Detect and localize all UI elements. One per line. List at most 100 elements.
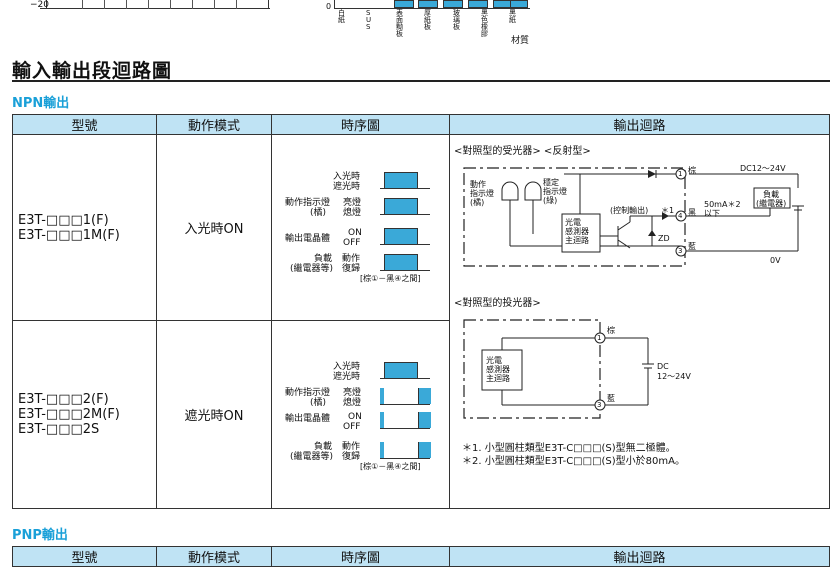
circuit1-pin1: 1 xyxy=(678,170,683,178)
circuit2-pin1: 1 xyxy=(597,334,602,342)
material-0: 白紙 xyxy=(338,9,345,24)
timing-diagram-2: 入光時 遮光時 動作指示燈 (橘) 亮燈 熄燈 輸出電晶體 ON OFF 負載 … xyxy=(280,358,440,478)
pnp-table: 型號 動作模式 時序圖 輸出迴路 xyxy=(12,546,830,567)
model-name: E3T-□□□2(F) xyxy=(18,392,109,407)
timing-lit: 亮燈 xyxy=(343,388,362,398)
header-model: 型號 xyxy=(12,546,157,567)
mode-cell-1: 入光時ON xyxy=(156,134,272,321)
circuit-diagram-1: <對照型的受光器> <反射型> xyxy=(452,146,828,276)
circuit1-blue: 藍 xyxy=(688,242,696,251)
header-model: 型號 xyxy=(12,114,157,135)
timing-between: [棕①－黑④之間] xyxy=(360,274,421,283)
circuit1-ind2: 穩定 指示燈 (綠) xyxy=(543,178,567,205)
material-axis-label: 材質 xyxy=(511,36,530,46)
circuit2-title: <對照型的投光器> xyxy=(454,298,541,309)
timing-operate: 動作 xyxy=(342,442,361,452)
header-mode: 動作模式 xyxy=(156,114,272,135)
model-name: E3T-□□□1M(F) xyxy=(18,227,120,243)
circuit1-ind1: 動作 指示燈 (橘) xyxy=(470,180,494,207)
footnote-2: ＊2. 小型圓柱類型E3T-C□□□(S)型小於80mA。 xyxy=(462,456,685,467)
header-circuit: 輸出迴路 xyxy=(449,114,830,135)
material-1: SUS xyxy=(366,9,372,31)
npn-row-1: E3T-□□□1(F) E3T-□□□1M(F) 入光時ON xyxy=(12,134,830,321)
timing-indicator: 動作指示燈 xyxy=(285,388,331,398)
circuit1-brown: 棕 xyxy=(688,166,696,175)
circuit1-black: 黑 xyxy=(688,208,696,217)
circuit2-dc: DC xyxy=(657,362,669,371)
circuit1-load: 負載 (繼電器) xyxy=(756,190,787,208)
circuit1-ctrl: (控制輸出) xyxy=(610,206,649,215)
npn-table: 型號 動作模式 時序圖 輸出迴路 E3T-□□□1(F) E3T-□□□1M(F… xyxy=(12,114,830,509)
material-4: 玻璃板 xyxy=(453,9,460,31)
material-6: 黑紙 xyxy=(509,9,516,24)
timing-lit: 亮燈 xyxy=(343,198,362,208)
model-name: E3T-□□□1(F) xyxy=(18,212,109,228)
circuit1-title: <對照型的受光器> <反射型> xyxy=(454,146,591,157)
timing-on: ON xyxy=(348,412,362,422)
npn-label: NPN輸出 xyxy=(12,96,70,111)
timing-indicator: 動作指示燈 xyxy=(285,198,331,208)
timing-transistor: 輸出電晶體 xyxy=(285,234,331,244)
npn-row-2: E3T-□□□2(F) E3T-□□□2M(F) E3T-□□□2S 遮光時ON xyxy=(12,320,830,509)
circuit1-pin4: 4 xyxy=(678,212,683,220)
timing-reset: 復歸 xyxy=(342,452,361,462)
header-mode: 動作模式 xyxy=(156,546,272,567)
circuit-diagram-2: <對照型的投光器> 光電 感測器 主迴路 棕 藍 DC 12～24V 1 3 xyxy=(452,298,828,426)
timing-transistor: 輸出電晶體 xyxy=(285,414,331,424)
pnp-header-row: 型號 動作模式 時序圖 輸出迴路 xyxy=(12,546,830,567)
circuit2-lines xyxy=(463,319,654,419)
timing-light-on: 入光時 xyxy=(333,172,361,182)
circuit1-pin3: 3 xyxy=(678,247,683,255)
timing-off: OFF xyxy=(343,238,361,248)
circuit1-supply: DC12～24V xyxy=(740,164,786,173)
timing-light-off: 遮光時 xyxy=(333,182,361,192)
model-cell-1: E3T-□□□1(F) E3T-□□□1M(F) xyxy=(12,134,157,321)
model-name: E3T-□□□2M(F) xyxy=(18,407,120,422)
timing-off: OFF xyxy=(343,422,361,432)
timing-light-off: 遮光時 xyxy=(333,372,361,382)
material-5: 黑色橡膠 xyxy=(481,9,488,38)
circuit1-main: 光電 感測器 主迴路 xyxy=(565,218,589,245)
timing-between: [棕①－黑④之間] xyxy=(360,462,421,471)
timing-load-sub: (繼電器等) xyxy=(290,264,334,274)
circuit1-zd: ZD xyxy=(658,234,670,243)
circuit2-main: 光電 感測器 主迴路 xyxy=(486,356,510,383)
timing-indicator-sub: (橘) xyxy=(310,398,327,408)
timing-load-sub: (繼電器等) xyxy=(290,452,334,462)
tick-zero: 0 xyxy=(326,2,332,11)
timing-unlit: 熄燈 xyxy=(343,208,362,218)
circuit2-brown: 棕 xyxy=(607,326,615,335)
circuit1-lines xyxy=(463,167,804,267)
circuit2-pin3: 3 xyxy=(597,401,602,409)
page-title: 輸入輸出段迴路圖 xyxy=(12,60,173,82)
model-name: E3T-□□□2S xyxy=(18,422,100,437)
header-circuit: 輸出迴路 xyxy=(449,546,830,567)
timing-reset: 復歸 xyxy=(342,264,361,274)
circuit1-limit: 50mA＊2 以下 xyxy=(704,200,741,218)
pnp-label: PNP輸出 xyxy=(12,528,68,543)
timing-on: ON xyxy=(348,228,362,238)
circuit1-star1: ＊1 xyxy=(661,206,675,215)
mode-cell-2: 遮光時ON xyxy=(156,320,272,509)
material-2: 表面黝板 xyxy=(396,9,403,38)
circuit1-zero: 0V xyxy=(770,256,781,265)
timing-operate: 動作 xyxy=(342,254,361,264)
title-divider xyxy=(12,80,830,82)
timing-diagram-1: 入光時 遮光時 動作指示燈 (橘) 亮燈 熄燈 輸出電晶體 ON OFF 負載 … xyxy=(280,168,440,288)
tick-minus20: −20 xyxy=(30,0,49,10)
timing-unlit: 熄燈 xyxy=(343,398,362,408)
timing-load: 負載 xyxy=(314,442,333,452)
circuit2-range: 12～24V xyxy=(657,372,691,381)
circuit2-blue: 藍 xyxy=(607,394,615,403)
material-3: 厚紙板 xyxy=(424,9,431,31)
top-chart-fragment: −20 0 白紙 SUS 表面黝板 厚紙板 玻璃板 黑色橡膠 黑紙 材質 xyxy=(0,0,830,46)
header-timing: 時序圖 xyxy=(271,114,450,135)
header-timing: 時序圖 xyxy=(271,546,450,567)
timing-indicator-sub: (橘) xyxy=(310,208,327,218)
timing-light-on: 入光時 xyxy=(333,362,361,372)
model-cell-2: E3T-□□□2(F) E3T-□□□2M(F) E3T-□□□2S xyxy=(12,320,157,509)
npn-header-row: 型號 動作模式 時序圖 輸出迴路 xyxy=(12,114,830,135)
timing-load: 負載 xyxy=(314,254,333,264)
footnotes: ＊1. 小型圓柱類型E3T-C□□□(S)型無二極體。 ＊2. 小型圓柱類型E3… xyxy=(462,442,685,468)
circuit-cell-1 xyxy=(449,134,830,321)
